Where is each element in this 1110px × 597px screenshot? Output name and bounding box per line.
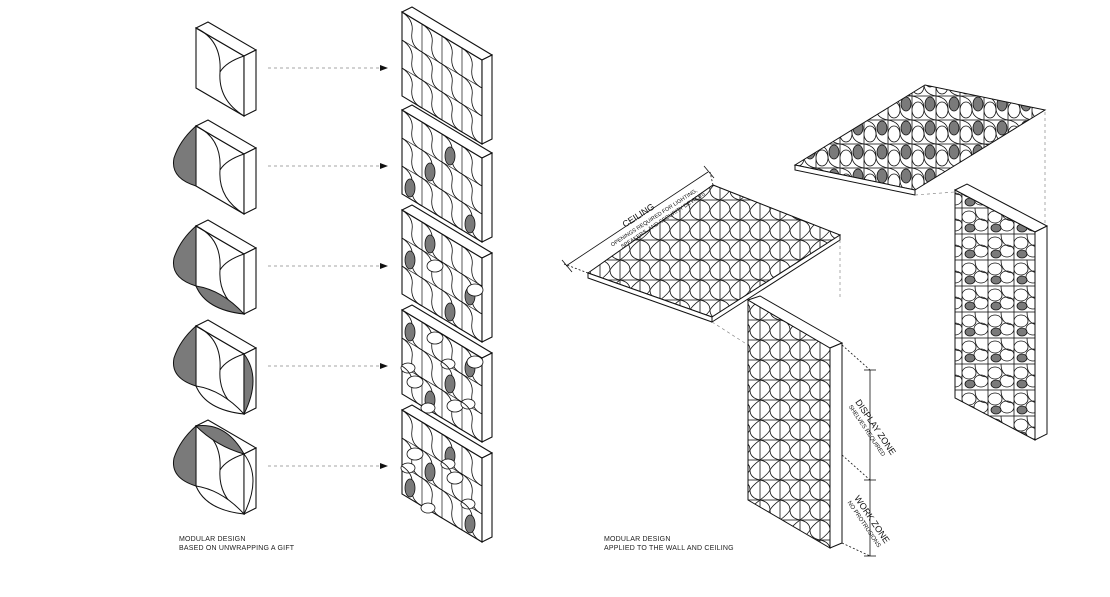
module-sequence — [172, 6, 494, 543]
module-stage — [172, 304, 494, 443]
right-caption-line2: APPLIED TO THE WALL AND CEILING — [604, 545, 734, 552]
zone-dimensions — [841, 344, 876, 557]
exploded-wall — [953, 183, 1049, 441]
exploded-ceiling — [793, 84, 1047, 196]
wall-panel — [746, 295, 844, 549]
module-stage — [172, 104, 494, 243]
right-caption-line1: MODULAR DESIGN — [604, 536, 671, 543]
module-stage — [194, 6, 494, 145]
wall-ceiling-assembly: CEILING OPENINGS REQUIRED FOR LIGHTING, … — [561, 84, 1049, 557]
left-caption-line1: MODULAR DESIGN — [179, 536, 246, 543]
left-caption-line2: BASED ON UNWRAPPING A GIFT — [179, 545, 295, 552]
ceiling-dimension — [561, 165, 715, 274]
right-caption: MODULAR DESIGN APPLIED TO THE WALL AND C… — [604, 535, 734, 553]
module-stage — [172, 404, 494, 543]
left-caption: MODULAR DESIGN BASED ON UNWRAPPING A GIF… — [179, 535, 294, 553]
module-stage — [172, 204, 494, 343]
ceiling-panel — [586, 184, 842, 323]
